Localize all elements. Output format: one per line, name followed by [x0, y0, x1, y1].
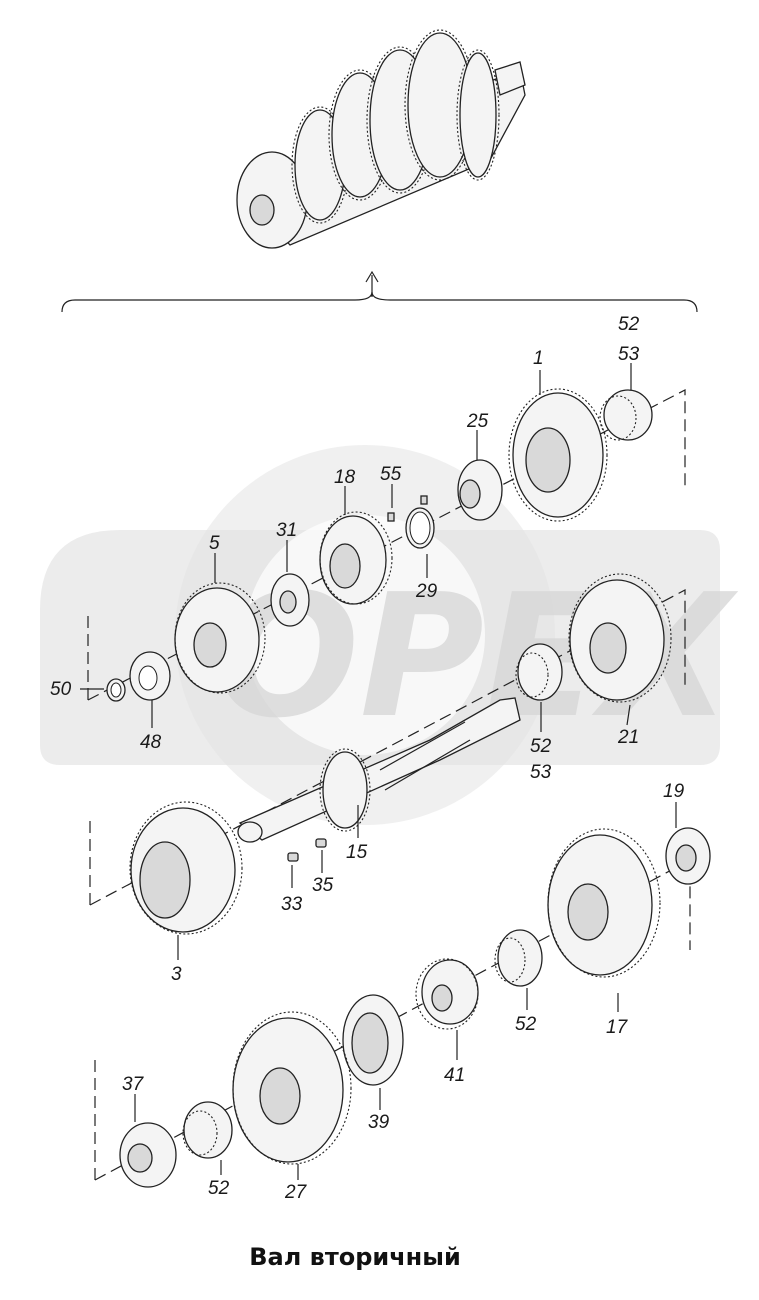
label-part-19: 19 [663, 781, 685, 802]
gear-part-17 [547, 828, 661, 978]
label-part-1: 1 [533, 348, 544, 369]
splined-washer-part-31 [270, 573, 310, 627]
label-part-53-top: 53 [618, 344, 640, 365]
snap-ring-part-50 [106, 678, 126, 702]
secondary-shaft-part-15 [237, 697, 521, 843]
label-part-21: 21 [617, 727, 639, 748]
gear-part-27 [232, 1011, 352, 1165]
leader-lines [80, 363, 677, 1180]
hub-part-41 [415, 958, 479, 1030]
sleeve-part-37 [119, 1122, 177, 1188]
gear-part-1 [508, 388, 608, 522]
label-part-53-middle: 53 [530, 762, 552, 783]
label-part-48: 48 [140, 732, 162, 753]
label-part-25: 25 [466, 411, 489, 432]
synchronizer-part-5 [174, 582, 266, 694]
ring-part-39 [342, 994, 404, 1086]
label-part-31: 31 [276, 520, 297, 541]
label-part-52-top: 52 [618, 314, 640, 335]
bearing-part-48 [129, 651, 171, 701]
snap-ring-part-29 [405, 507, 435, 549]
label-part-41: 41 [444, 1065, 465, 1086]
label-part-5: 5 [209, 533, 220, 554]
label-part-52-lower-right: 52 [515, 1014, 537, 1035]
splined-washer-part-19 [665, 827, 711, 885]
gear-part-21 [568, 573, 672, 703]
label-part-17: 17 [606, 1017, 629, 1038]
label-part-37: 37 [122, 1074, 145, 1095]
label-part-3: 3 [171, 964, 182, 985]
label-part-50: 50 [50, 679, 72, 700]
label-part-18: 18 [334, 467, 356, 488]
synchronizer-sleeve-part-3 [129, 801, 243, 935]
label-part-27: 27 [284, 1182, 308, 1203]
label-part-52-middle: 52 [530, 736, 552, 757]
assembled-shaft-illustration [236, 29, 526, 249]
label-part-15: 15 [346, 842, 368, 863]
key-part-33 [287, 852, 299, 862]
needle-bearing-52-lower-right [494, 929, 543, 987]
label-part-39: 39 [368, 1112, 390, 1133]
spring-part-35 [315, 838, 327, 848]
label-part-55: 55 [380, 464, 402, 485]
label-part-35: 35 [312, 875, 334, 896]
label-part-29: 29 [415, 581, 438, 602]
needle-bearing-52-53-middle [515, 643, 563, 701]
needle-bearing-52-53-top [599, 389, 653, 441]
pin-part-55 [387, 495, 428, 522]
needle-bearing-52-bottom [182, 1101, 233, 1159]
label-part-52-bottom: 52 [208, 1178, 230, 1199]
gear-part-18 [319, 511, 393, 605]
washer-part-25 [457, 459, 503, 521]
diagram-title: Вал вторичный [249, 1243, 461, 1271]
assembly-brace [61, 270, 698, 313]
label-part-33: 33 [281, 894, 303, 915]
